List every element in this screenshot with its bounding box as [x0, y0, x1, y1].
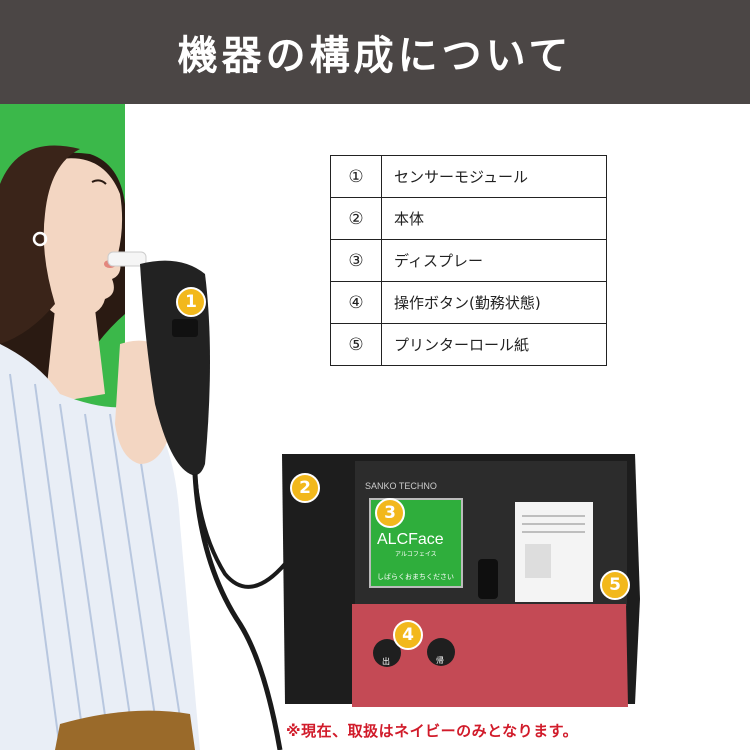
part-number: ⑤ [330, 323, 382, 366]
part-number: ① [330, 155, 382, 198]
out-button-label: 帰 [436, 655, 444, 665]
part-number: ④ [330, 281, 382, 324]
screen-logo: ALCFace [377, 531, 444, 548]
part-number: ② [330, 197, 382, 240]
neck [45, 309, 105, 404]
part-name: プリンターロール紙 [381, 323, 607, 366]
device-slot [478, 559, 498, 599]
part-name: センサーモジュール [381, 155, 607, 198]
marker-4: 4 [393, 620, 423, 650]
mouthpiece [107, 251, 147, 267]
marker-5: 5 [600, 570, 630, 600]
skirt [55, 710, 195, 750]
part-name: ディスプレー [381, 239, 607, 282]
face [40, 158, 123, 317]
in-button [373, 639, 401, 667]
part-name: 本体 [381, 197, 607, 240]
marker-5-label: 5 [609, 575, 621, 595]
out-button [427, 638, 455, 666]
device-brand: SANKO TECHNO [365, 481, 437, 491]
in-button-label: 出 [382, 656, 390, 666]
marker-4-label: 4 [402, 625, 414, 645]
product-photo: SANKO TECHNO ALCFace アルコフェイス しばらくおまちください… [0, 104, 640, 750]
earring [32, 231, 48, 247]
receipt-photo [525, 544, 551, 578]
marker-2-label: 2 [299, 478, 311, 498]
marker-2: 2 [290, 473, 320, 503]
eye [91, 179, 107, 185]
sensor-cable [192, 473, 283, 750]
marker-1: 1 [176, 287, 206, 317]
sensor-cable-loop [193, 473, 287, 589]
part-number: ③ [330, 239, 382, 282]
sensor-button [172, 319, 198, 337]
part-name: 操作ボタン(勤務状態) [381, 281, 607, 324]
marker-1-label: 1 [185, 292, 197, 312]
shirt-stripes [9, 373, 186, 750]
footnote: ※現在、取扱はネイビーのみとなります。 [283, 720, 582, 741]
screen-logo-kana: アルコフェイス [395, 551, 437, 558]
page-header: 機器の構成について [0, 0, 750, 104]
marker-3-label: 3 [384, 503, 396, 523]
marker-3: 3 [375, 498, 405, 528]
page-title: 機器の構成について [177, 33, 573, 79]
screen-message: しばらくおまちください [377, 572, 454, 581]
